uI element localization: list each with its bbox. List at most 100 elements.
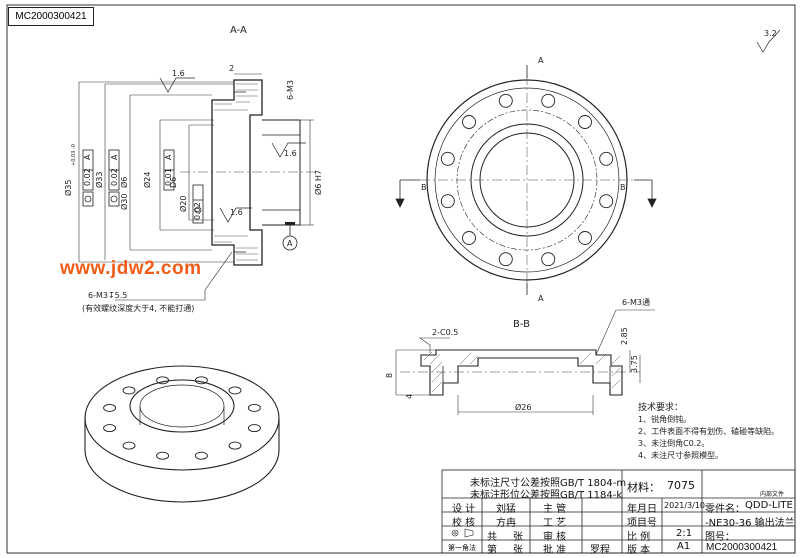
bolt-hole [440, 194, 455, 209]
tb-projection-label: 第一角法 [448, 544, 476, 552]
dim-d30: Ø30 [119, 194, 129, 210]
tb-date-label: 年月日 [627, 504, 657, 515]
tb-sheets-label: 张 [513, 532, 523, 543]
dim-6m3: 6-M3 [286, 80, 295, 100]
sheet-border [6, 4, 796, 554]
dim-d6: Ø6 [119, 177, 129, 188]
iso-bolt-hole [156, 376, 170, 385]
dim-d33: Ø33 [94, 172, 104, 188]
dim-2: 2 [229, 64, 234, 73]
tb-review-label: 审 核 [543, 532, 567, 543]
tb-craft-label: 工 艺 [543, 518, 567, 529]
iso-bolt-hole [194, 376, 208, 385]
tb-version-value: A1 [677, 541, 691, 552]
datum-a-circle [282, 235, 298, 251]
bb-h4: 4 [405, 394, 414, 399]
tol-002b: 0.02 [110, 168, 119, 186]
tol-002c: 0.02 [193, 202, 202, 220]
tb-design-label: 设 计 [452, 504, 476, 515]
tb-version-label: 版 本 [627, 545, 651, 556]
rough-16a: 1.6 [172, 69, 185, 78]
tb-scale-value: 2:1 [676, 528, 693, 539]
ref-a-2: A [110, 154, 119, 160]
roughness-top: 3.2 [764, 29, 777, 38]
bolt-hole [599, 194, 614, 209]
tb-approver: 罗程 [590, 545, 610, 556]
ref-a-1: A [83, 154, 92, 160]
dimension-lines-left [78, 73, 314, 263]
tb-drawing-no-value: MC2000300421 [706, 542, 778, 553]
tech-req-title: 技术要求： [638, 401, 683, 413]
tb-total-label: 共 [487, 532, 497, 543]
drawing-code-box: MC2000300421 [8, 7, 94, 26]
iso-bolt-hole [122, 441, 136, 450]
iso-bolt-hole [103, 403, 117, 412]
dim-d20: Ø20 [178, 196, 188, 212]
dim-d6b: D6 [169, 177, 178, 188]
bolt-hole [498, 252, 513, 267]
dim-d35: Ø35 [63, 180, 73, 196]
m3-note: (有效螺纹深度大于4, 不能打通) [82, 303, 194, 313]
tech-req-item-4: 4、未注尺寸参照模型。 [638, 450, 723, 460]
ref-a-3: A [164, 154, 173, 160]
tb-supervisor-label: 主 管 [543, 504, 567, 515]
bb-h8: 8 [385, 373, 394, 378]
section-bb-label: B-B [513, 319, 530, 330]
bolt-hole [541, 93, 556, 108]
projection-symbol-icon [451, 528, 474, 538]
section-bb-view [420, 349, 623, 396]
bb-h375: 3.75 [630, 355, 639, 373]
tb-material-label: 材料： [627, 481, 660, 494]
tb-note-2: 未标注形位公差按照GB/T 1184-k [470, 490, 623, 501]
bb-m3-through: 6-M3通 [622, 297, 650, 307]
bolt-hole [462, 231, 476, 245]
m3-label: 6-M3↧5.5 [88, 291, 127, 300]
iso-bolt-hole [103, 424, 117, 433]
section-aa-label: A-A [230, 25, 247, 36]
iso-bolt-hole [194, 451, 208, 460]
tb-date-value: 2021/3/10 [664, 501, 706, 510]
bolt-hole [578, 115, 592, 129]
bb-h285: 2.85 [620, 327, 629, 345]
title-block-grid [441, 469, 796, 554]
bolt-hole [578, 231, 592, 245]
dim-d6h7: Ø6 H7 [313, 170, 323, 195]
iso-bolt-hole [122, 386, 136, 395]
arrow-a-top: A [538, 56, 544, 65]
bolt-hole [440, 151, 455, 166]
iso-bolt-hole [156, 451, 170, 460]
dimension-lines-bb [395, 309, 655, 415]
iso-view [84, 365, 280, 503]
tb-sheet-unit: 张 [513, 545, 523, 556]
iso-bolt-hole [247, 424, 261, 433]
rough-16c: 1.6 [230, 208, 243, 217]
section-arrows [395, 65, 657, 295]
tb-check-label: 校 核 [452, 518, 476, 529]
section-aa-view [211, 79, 301, 266]
tol-001: 0.01 [164, 168, 173, 186]
bolt-hole [599, 151, 614, 166]
arrow-b-left: B [421, 183, 427, 192]
tb-item-label: 项目号 [627, 518, 657, 529]
tb-part-name-label: 零件名： [705, 504, 745, 515]
tb-internal: 内部文件 [760, 491, 785, 498]
bolt-hole [462, 115, 476, 129]
tb-sheet-label: 第 [487, 545, 497, 556]
section-bb-hatching [423, 351, 621, 393]
tb-approve-label: 批 准 [543, 545, 567, 556]
front-view-bolt-holes [440, 93, 614, 267]
tech-req-item-3: 3、未注倒角C0.2。 [638, 438, 709, 448]
bb-d26: Ø26 [515, 402, 531, 412]
iso-view-bolt-holes [103, 376, 261, 460]
tech-req-item-1: 1、锐角倒钝。 [638, 414, 691, 424]
iso-bolt-hole [247, 403, 261, 412]
dim-d24: Ø24 [142, 172, 152, 188]
iso-bolt-hole [228, 441, 242, 450]
tech-req-item-2: 2、工件表面不得有划伤、磕碰等缺陷。 [638, 426, 779, 436]
arrow-b-right: B [620, 183, 626, 192]
watermark: www.jdw2.com [60, 258, 202, 279]
tb-material-value: 7075 [667, 479, 695, 492]
bolt-hole [498, 93, 513, 108]
